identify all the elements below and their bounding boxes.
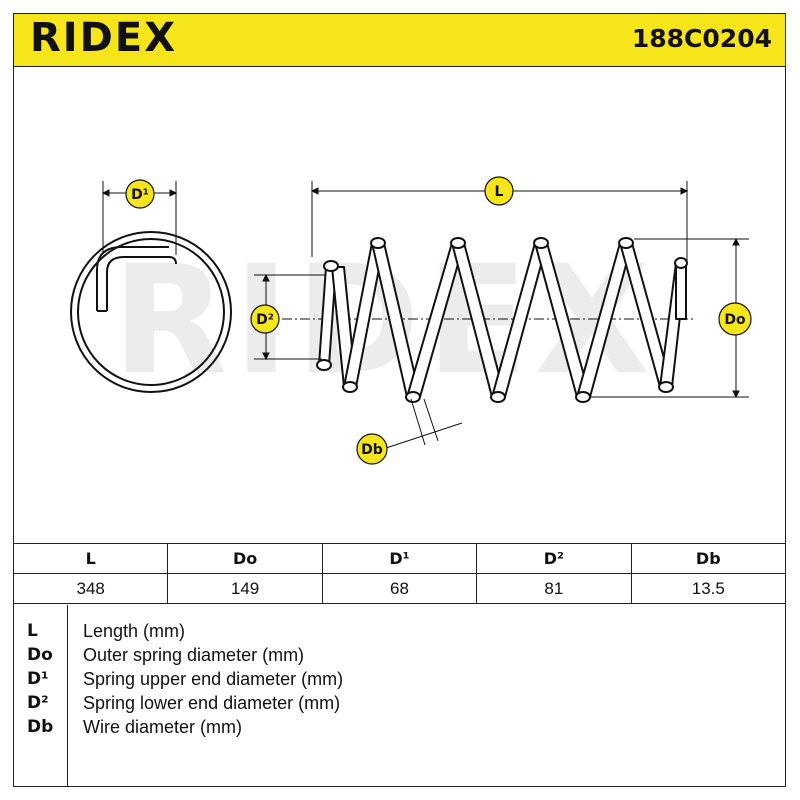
legend-code: D¹ [27,669,49,689]
header-cell-db: Db [630,543,787,574]
svg-text:Db: Db [361,442,383,458]
svg-text:Do: Do [724,312,746,328]
badge-do: Do [718,302,752,336]
legend-item: L Length (mm) [13,619,786,643]
header-cell-do: Do [167,543,323,574]
legend-item: Db Wire diameter (mm) [13,715,786,739]
value-cell-d1: 68 [321,573,478,604]
spring-end-view [70,231,232,393]
svg-text:D¹: D¹ [131,187,149,203]
brand-logo: RIDEX [30,15,178,61]
legend-code: Db [27,717,54,737]
legend-code: L [27,621,38,641]
legend-code: D² [27,693,49,713]
value-cell-db: 13.5 [630,573,787,604]
spring-drawing: RIDEX D¹ L [70,176,752,465]
svg-text:L: L [495,184,504,200]
header-cell-d1: D¹ [321,543,478,574]
legend-box: L Length (mm) Do Outer spring diameter (… [13,605,786,787]
svg-text:D²: D² [256,312,274,328]
value-cell-d2: 81 [476,573,632,604]
legend-desc: Wire diameter (mm) [83,717,243,737]
dimensions-table: L Do D¹ D² Db 348 149 68 81 13.5 [12,543,787,604]
spring-side-view [316,237,688,403]
legend-desc: Length (mm) [83,621,186,641]
db-dimension [385,398,463,449]
legend-divider [67,605,68,787]
legend-desc: Spring upper end diameter (mm) [83,669,344,689]
legend-item: D¹ Spring upper end diameter (mm) [13,667,786,691]
badge-d2: D² [250,304,280,334]
legend-code: Do [27,645,53,665]
header-cell-l: L [12,543,169,574]
legend-desc: Outer spring diameter (mm) [83,645,305,665]
badge-d1: D¹ [125,179,155,209]
table-header-row: L Do D¹ D² Db [12,543,787,574]
header-cell-d2: D² [476,543,632,574]
part-number: 188C0204 [631,24,772,53]
legend-item: Do Outer spring diameter (mm) [13,643,786,667]
table-row: 348 149 68 81 13.5 [12,573,787,604]
legend-desc: Spring lower end diameter (mm) [83,693,341,713]
header-bar [13,13,786,67]
legend-item: D² Spring lower end diameter (mm) [13,691,786,715]
badge-db: Db [356,433,388,465]
value-cell-do: 149 [167,573,323,604]
badge-l: L [484,176,514,206]
value-cell-l: 348 [12,573,169,604]
